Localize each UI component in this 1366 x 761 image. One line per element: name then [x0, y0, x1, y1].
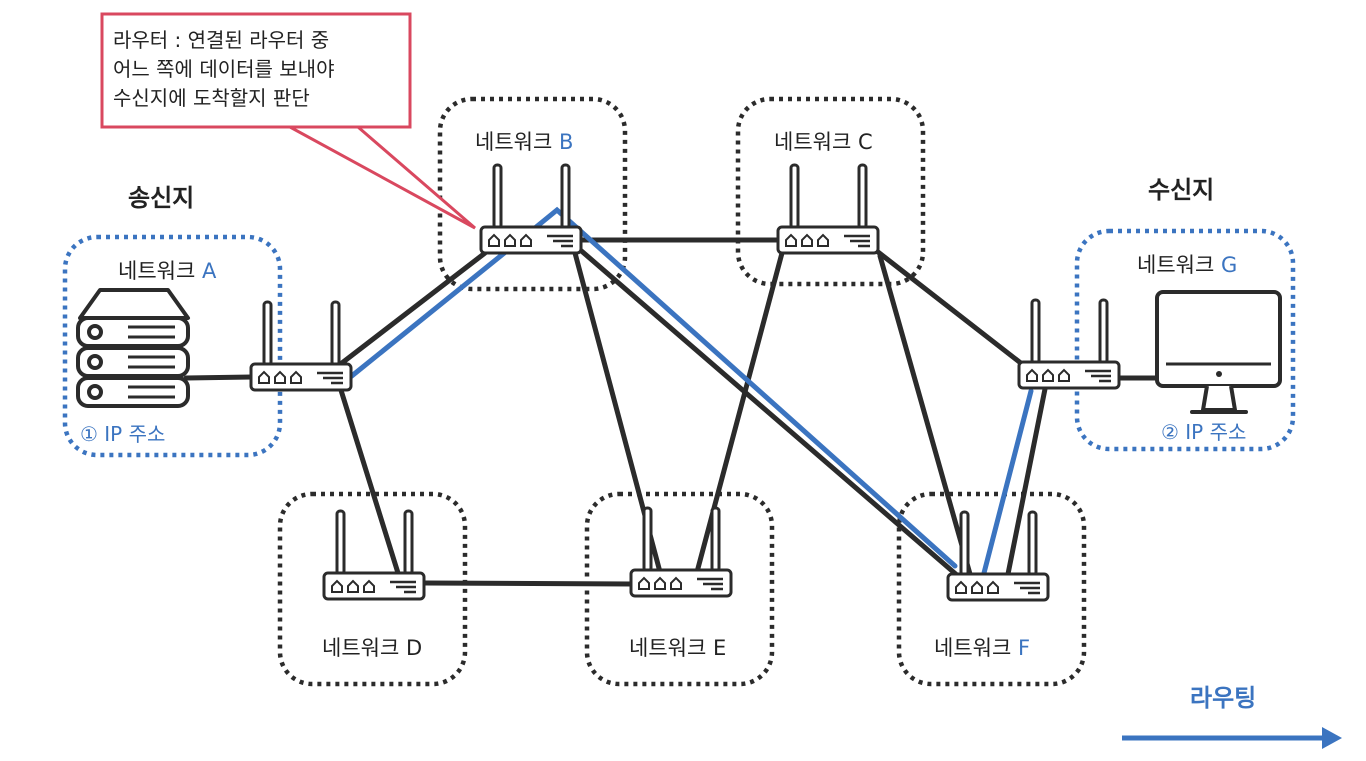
network-f-label: 네트워크 F: [934, 632, 1030, 662]
router-icon: [479, 163, 583, 255]
network-a-box: [62, 234, 283, 458]
network-letter: E: [712, 636, 727, 660]
network-letter: F: [1017, 636, 1031, 660]
network-g-label: 네트워크 G: [1137, 249, 1237, 279]
router-icon: [776, 163, 880, 255]
network-f-box: [896, 491, 1087, 687]
server-icon: [76, 288, 190, 408]
callout-line: 수신지에 도착할지 판단: [113, 86, 310, 110]
network-g-box: [1074, 228, 1296, 452]
network-d-label: 네트워크 D: [322, 632, 422, 662]
router-icon: [629, 506, 733, 598]
router-icon: [249, 300, 353, 392]
network-letter: C: [857, 130, 873, 154]
network-letter: D: [405, 636, 423, 660]
network-letter: A: [201, 259, 217, 283]
callout-text: 라우터 : 연결된 라우터 중 어느 쪽에 데이터를 보내야 수신지에 도착할지…: [113, 26, 393, 113]
network-b-label: 네트워크 B: [475, 126, 573, 156]
network-a-label: 네트워크 A: [118, 255, 216, 285]
network-e-box: [584, 491, 775, 687]
dest-ip-label: ② IP 주소: [1161, 420, 1247, 444]
arrow-right-icon: [1122, 727, 1342, 749]
router-icon: [322, 509, 426, 601]
network-e-label: 네트워크 E: [629, 632, 726, 662]
network-prefix: 네트워크: [322, 636, 400, 660]
network-prefix: 네트워크: [475, 130, 553, 154]
network-b-box: [437, 96, 628, 292]
network-d-box: [277, 491, 468, 687]
routing-label: 라우팅: [1190, 684, 1257, 712]
network-prefix: 네트워크: [934, 636, 1012, 660]
callout-line: 라우터 : 연결된 라우터 중: [113, 28, 330, 52]
network-c-label: 네트워크 C: [774, 126, 873, 156]
network-prefix: 네트워크: [1137, 253, 1215, 277]
network-letter: G: [1220, 253, 1238, 277]
network-letter: B: [558, 130, 574, 154]
receiver-label: 수신지: [1148, 176, 1215, 204]
network-prefix: 네트워크: [774, 130, 852, 154]
callout-box: [100, 12, 476, 230]
source-ip-label: ① IP 주소: [80, 422, 166, 446]
router-icon: [1017, 298, 1121, 390]
monitor-icon: [1155, 290, 1282, 414]
callout-line: 어느 쪽에 데이터를 보내야: [113, 57, 335, 81]
network-prefix: 네트워크: [629, 636, 707, 660]
network-prefix: 네트워크: [118, 259, 196, 283]
sender-label: 송신지: [128, 184, 195, 212]
